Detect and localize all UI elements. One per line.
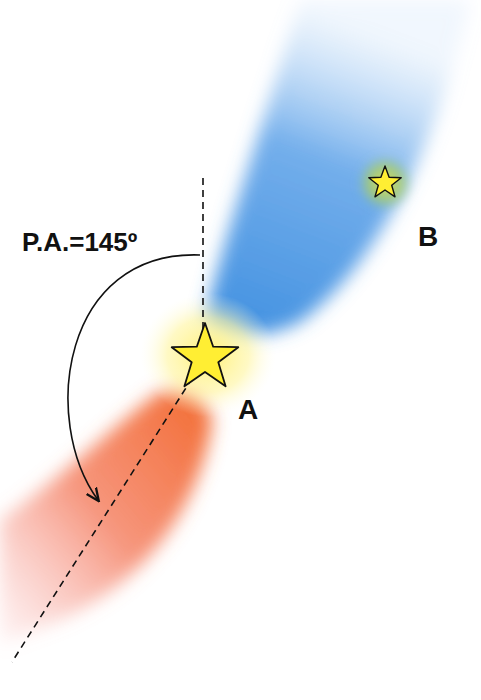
red-lobe xyxy=(0,389,212,645)
green-glow xyxy=(357,155,413,211)
angle-label: P.A.=145º xyxy=(22,228,137,257)
star-label: A xyxy=(238,395,258,426)
star-a xyxy=(172,323,239,386)
star-b xyxy=(369,166,401,197)
star-label: B xyxy=(418,222,438,253)
angle-arc xyxy=(68,255,200,500)
blue-lobe xyxy=(205,0,470,335)
pa-axis-line xyxy=(12,358,205,662)
